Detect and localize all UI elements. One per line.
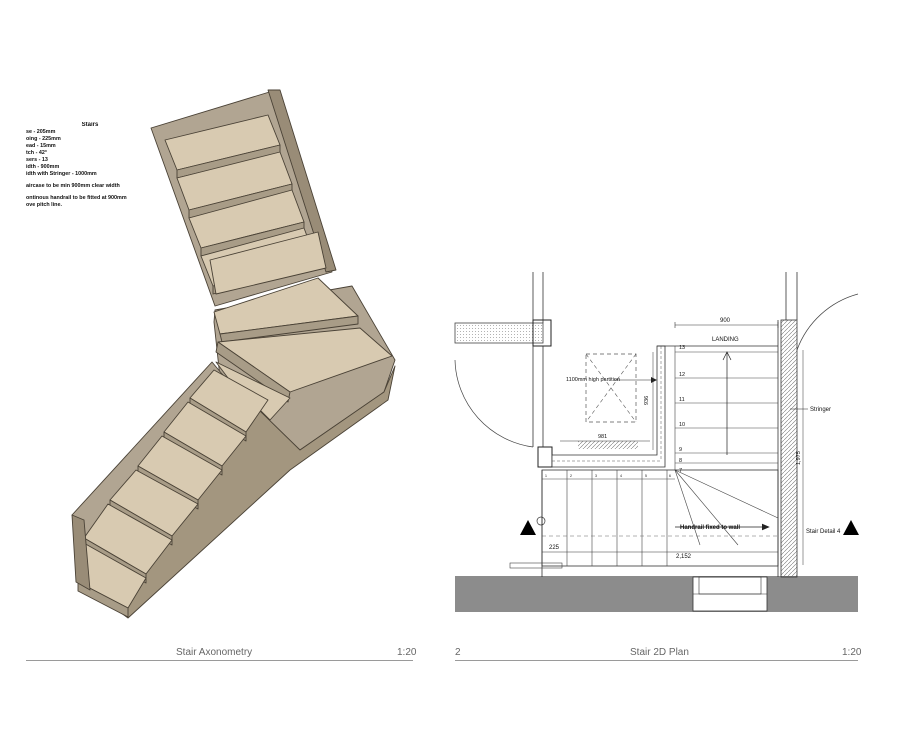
notes-line-2: ead - 15mm: [26, 143, 56, 149]
lower-riser: [77, 581, 129, 618]
dim-225-label: 225: [549, 545, 560, 551]
right-wall-stringer: [780, 319, 798, 578]
right-panel-number: 2: [455, 647, 461, 658]
tread-number: 8: [679, 458, 682, 464]
notes-line-3: tch - 42°: [26, 150, 48, 156]
lower-flight: [509, 469, 779, 577]
winder-tread: [215, 361, 291, 421]
tread-number: 12: [679, 372, 685, 378]
step-number: 1: [545, 474, 547, 478]
notes-line-10: ontinous handrail to be fitted at 900mm: [26, 195, 127, 201]
winder-treads: [674, 462, 779, 546]
stairs-notes: Stairs se - 205mm oing - 225mm ead - 15m…: [26, 122, 176, 209]
notes-title: Stairs: [81, 122, 99, 128]
notes-line-0: se - 205mm: [26, 129, 56, 135]
partition-label: 1100mm high partition: [566, 377, 620, 383]
step-number: 5: [645, 474, 647, 478]
right-caption-rule: [455, 660, 858, 661]
wall-post-lower: [537, 446, 553, 468]
upper-wall-edge: [267, 89, 337, 273]
dim-981-label: 981: [598, 434, 607, 440]
upper-flight: [674, 346, 778, 470]
right-scale: 1:20: [842, 647, 862, 658]
notes-line-8: aircase to be min 900mm clear width: [26, 183, 120, 189]
left-scale: 1:20: [397, 647, 417, 658]
ground-slab: [455, 576, 858, 612]
section-marker-left: [520, 520, 536, 535]
dashed-opening: [585, 353, 637, 423]
stringer-label: Stringer: [810, 407, 831, 413]
dim-2152-label: 2,152: [676, 554, 692, 560]
notes-line-5: idth - 900mm: [26, 164, 60, 170]
stair-axonometry-geometry: [71, 89, 396, 619]
tread-number: 13: [679, 345, 685, 351]
tread-number: 10: [679, 422, 685, 428]
lower-wall-end: [71, 514, 91, 591]
left-caption: Stair Axonometry: [176, 647, 253, 658]
handrail-label: Handrail fixed to wall: [680, 525, 740, 531]
dim-936-label: 936: [644, 396, 650, 405]
notes-line-4: sers - 13: [26, 157, 48, 163]
step-number: 2: [570, 474, 572, 478]
stair-detail-label: Stair Detail 4: [806, 529, 841, 535]
notes-line-6: idth with Stringer - 1000mm: [26, 171, 97, 177]
upper-tread-top: [209, 231, 327, 295]
tread-number: 11: [679, 397, 685, 403]
left-caption-rule: [26, 660, 413, 661]
step-number: 3: [595, 474, 597, 478]
right-caption: Stair 2D Plan: [630, 647, 689, 658]
step-number: 4: [620, 474, 622, 478]
door-swing-left: [454, 359, 534, 448]
landing-label: LANDING: [712, 337, 739, 343]
dim-1975-label: 1,975: [796, 451, 802, 465]
notes-line-11: ove pitch line.: [26, 202, 62, 208]
upper-wall: [454, 322, 544, 344]
winder-riser: [215, 341, 291, 403]
door-swing-right: [796, 293, 859, 351]
wall-post-upper: [532, 319, 552, 347]
tread-number: 7: [679, 468, 682, 474]
winder-riser: [219, 315, 359, 343]
dim-900-label: 900: [720, 318, 731, 324]
step-number: 6: [669, 474, 671, 478]
section-marker-right: [843, 520, 859, 535]
tread-number: 9: [679, 447, 682, 453]
notes-line-1: oing - 225mm: [26, 136, 61, 142]
